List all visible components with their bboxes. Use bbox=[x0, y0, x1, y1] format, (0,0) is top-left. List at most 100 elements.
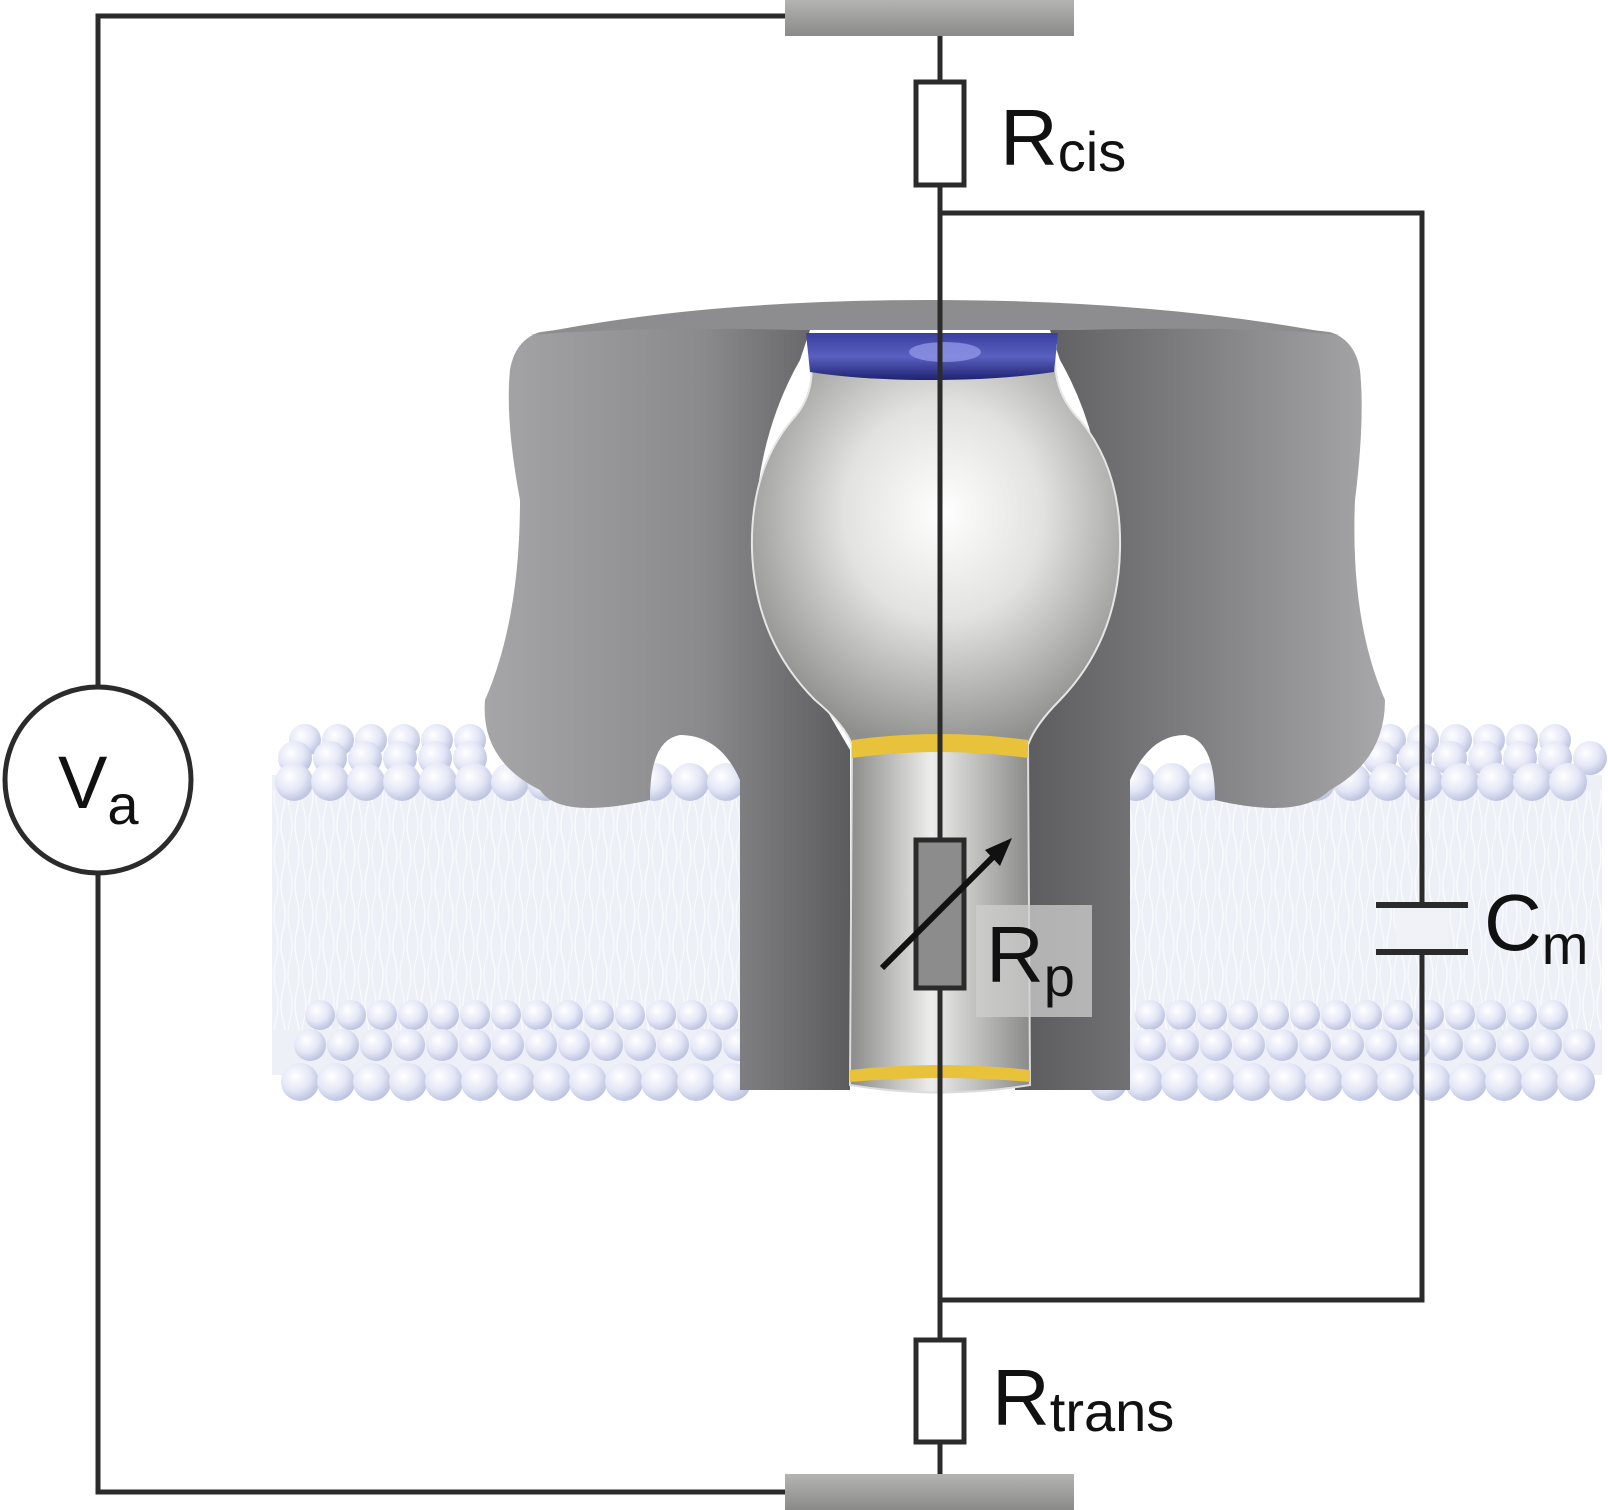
lipid-head bbox=[353, 1063, 391, 1101]
voltage-source: Va bbox=[2, 684, 194, 876]
lipid-head bbox=[1233, 1029, 1265, 1061]
r-trans-label: Rtrans bbox=[992, 1353, 1174, 1443]
lipid-head bbox=[491, 1000, 521, 1030]
lipid-head bbox=[497, 1063, 535, 1101]
lipid-head bbox=[646, 1000, 676, 1030]
vestibule-lumen bbox=[750, 344, 1122, 746]
lipid-head bbox=[553, 1000, 583, 1030]
electrode-top bbox=[785, 0, 1074, 36]
circle-voltage-source-icon bbox=[2, 684, 194, 876]
lipid-head bbox=[1233, 1063, 1271, 1101]
capacitor-icon bbox=[1376, 902, 1468, 955]
lipid-head bbox=[615, 1000, 645, 1030]
lipid-head bbox=[1228, 1000, 1258, 1030]
lipid-head bbox=[1563, 1029, 1595, 1061]
lipid-head bbox=[522, 1000, 552, 1030]
lipid-head bbox=[1557, 1063, 1595, 1101]
lipid-head bbox=[305, 1000, 335, 1030]
lipid-head bbox=[1476, 1000, 1506, 1030]
lipid-head bbox=[419, 763, 457, 801]
lipid-head bbox=[281, 1063, 319, 1101]
r-cis-label: Rcis bbox=[1000, 93, 1126, 183]
lipid-head bbox=[398, 1000, 428, 1030]
lipid-head bbox=[641, 1063, 679, 1101]
r-pore-label: Rp bbox=[986, 910, 1075, 1008]
lipid-head bbox=[429, 1000, 459, 1030]
lipid-head bbox=[1200, 1029, 1232, 1061]
capacitor-label: Cm bbox=[1484, 878, 1588, 976]
lipid-head bbox=[671, 763, 709, 801]
lipid-head bbox=[677, 1063, 715, 1101]
lipid-head bbox=[393, 1029, 425, 1061]
lipid-head bbox=[1135, 1000, 1165, 1030]
lipid-head bbox=[275, 763, 313, 801]
lipid-head bbox=[492, 1029, 524, 1061]
lipid-head bbox=[461, 1063, 499, 1101]
protein-body-left bbox=[484, 315, 850, 1090]
lipid-head bbox=[1166, 1000, 1196, 1030]
wire-cap-bottom bbox=[940, 952, 1425, 1303]
protein-cap-top bbox=[530, 300, 1340, 335]
lipid-head bbox=[707, 763, 745, 801]
electrode-bottom bbox=[785, 1474, 1074, 1510]
lipid-head bbox=[426, 1029, 458, 1061]
lipid-head bbox=[455, 763, 493, 801]
lipid-head bbox=[1449, 1063, 1487, 1101]
lipid-head bbox=[1383, 1000, 1413, 1030]
lipid-bilayer-right bbox=[1081, 724, 1607, 1101]
lipid-head bbox=[1513, 763, 1551, 801]
lipid-head bbox=[1299, 1029, 1331, 1061]
lipid-head bbox=[383, 763, 421, 801]
lipid-head bbox=[624, 1029, 656, 1061]
lipid-head bbox=[425, 1063, 463, 1101]
lipid-head bbox=[389, 1063, 427, 1101]
resistor-icon bbox=[913, 79, 967, 188]
circuit-wires bbox=[95, 13, 1425, 1495]
r-cis-resistor: Rcis bbox=[913, 79, 1126, 188]
lipid-bilayer-left bbox=[272, 724, 755, 1101]
lipid-head bbox=[1365, 1029, 1397, 1061]
lipid-head bbox=[1341, 1063, 1379, 1101]
lipid-head bbox=[558, 1029, 590, 1061]
protein-nanopore bbox=[484, 300, 1385, 1094]
r-trans-resistor: Rtrans bbox=[913, 1337, 1174, 1445]
lipid-head bbox=[569, 1063, 607, 1101]
lipid-head bbox=[708, 1000, 738, 1030]
lipid-head bbox=[1369, 763, 1407, 801]
arrow-head-icon bbox=[985, 838, 1012, 866]
lipid-head bbox=[1464, 1029, 1496, 1061]
lipid-head bbox=[1485, 1063, 1523, 1101]
lipid-head bbox=[1290, 1000, 1320, 1030]
lipid-head bbox=[311, 763, 349, 801]
lipid-heads-bottom-right bbox=[1089, 1000, 1595, 1101]
lipid-head bbox=[1445, 1000, 1475, 1030]
lipid-head bbox=[584, 1000, 614, 1030]
lipid-head bbox=[1530, 1029, 1562, 1061]
lipid-head bbox=[1441, 763, 1479, 801]
lipid-head bbox=[317, 1063, 355, 1101]
lipid-head bbox=[690, 1029, 722, 1061]
lipid-head bbox=[367, 1000, 397, 1030]
lipid-head bbox=[1398, 1029, 1430, 1061]
voltage-label: Va bbox=[58, 741, 139, 836]
lipid-head bbox=[459, 1029, 491, 1061]
lipid-head bbox=[336, 1000, 366, 1030]
lipid-head bbox=[1414, 1000, 1444, 1030]
lipid-head bbox=[533, 1063, 571, 1101]
lipid-head bbox=[605, 1063, 643, 1101]
lipid-head bbox=[657, 1029, 689, 1061]
lipid-head bbox=[1161, 1063, 1199, 1101]
lipid-head bbox=[294, 1029, 326, 1061]
lipid-head bbox=[1497, 1029, 1529, 1061]
membrane-capacitor: Cm bbox=[1376, 878, 1588, 976]
lipid-head bbox=[1153, 763, 1191, 801]
lipid-head bbox=[460, 1000, 490, 1030]
lipid-head bbox=[1538, 1000, 1568, 1030]
lipid-head bbox=[1431, 1029, 1463, 1061]
lipid-head bbox=[347, 763, 385, 801]
lipid-head bbox=[1134, 1029, 1166, 1061]
lipid-head bbox=[525, 1029, 557, 1061]
lipid-heads-bottom-left bbox=[281, 1000, 755, 1101]
lipid-head bbox=[1352, 1000, 1382, 1030]
